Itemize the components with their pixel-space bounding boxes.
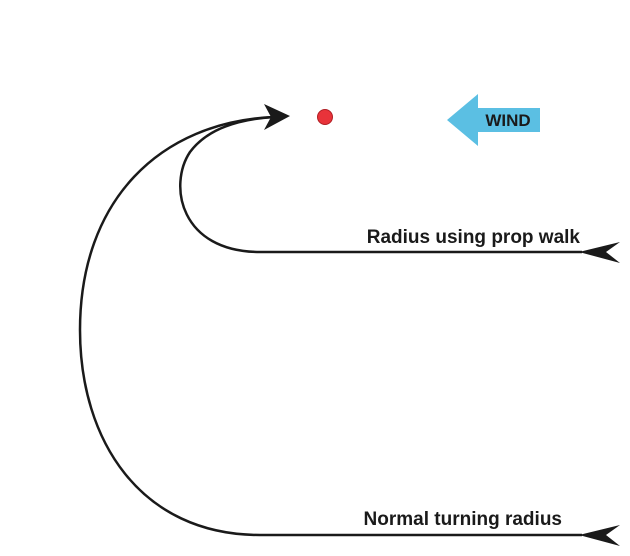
wind-indicator: WIND — [447, 94, 540, 146]
prop-walk-path: Radius using prop walk — [179, 115, 620, 263]
normal-turn-start-icon — [579, 525, 620, 546]
wind-label: WIND — [485, 111, 530, 130]
normal-turn-curve — [78, 115, 582, 537]
target-dot-icon — [317, 109, 333, 125]
prop-walk-curve — [179, 115, 582, 254]
prop-walk-label: Radius using prop walk — [367, 227, 581, 248]
normal-turn-path: Normal turning radius — [78, 115, 620, 546]
normal-turn-label: Normal turning radius — [364, 509, 562, 530]
arrowhead-icon — [264, 104, 290, 130]
prop-walk-start-icon — [579, 242, 620, 263]
wind-arrow-icon — [447, 94, 540, 146]
